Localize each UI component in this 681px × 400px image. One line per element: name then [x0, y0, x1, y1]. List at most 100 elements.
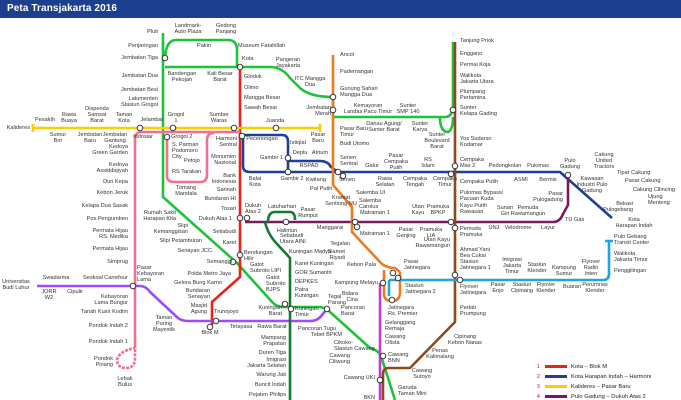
station-label: Stasiun Jatinegara 2: [405, 283, 436, 295]
station-label: Jembatan Gantung: [102, 132, 128, 144]
route-line-8-loop: [165, 131, 215, 184]
station-label: Stasiun Jatinegara 1: [460, 259, 491, 271]
station-label: Duri Kepa: [103, 179, 128, 185]
route-line-8-lebak-bulus-loop: [115, 345, 137, 370]
station-label: Bermis: [539, 177, 557, 183]
station-label: Permata Hijau RS. Medika: [92, 228, 128, 240]
interchange-marker: [284, 154, 292, 162]
station-label: Bendungan Hilir: [244, 250, 273, 262]
station-label: Pulomas Bypass/ Pacuan Kuda: [460, 190, 504, 202]
station-label: Sumber Waras: [209, 112, 229, 124]
station-label: Pulo Gebang Transit Center: [614, 234, 650, 246]
legend-swatch: [545, 375, 567, 378]
station-label: Latuharhari: [267, 204, 297, 210]
station-label: Tebet BPKM: [310, 332, 342, 338]
route-line-2-branch: [288, 159, 339, 174]
station-label: Gelanggang Remaja: [385, 320, 416, 332]
station-label: Salemba Carolus: [359, 198, 382, 210]
station-label: Deplu: [292, 150, 308, 156]
interchange-marker: [389, 269, 397, 277]
station-label: Setiabudi Utara AINI: [280, 233, 306, 245]
station-label: Universitas Budi Luhur: [2, 279, 30, 291]
station-label: Gatot Subroto BJPS: [266, 275, 286, 293]
station-label: Landmark- Auto Plaza: [174, 23, 202, 35]
interchange-marker: [329, 106, 337, 114]
legend-number: 4: [537, 393, 540, 400]
station-label: Swadarma: [42, 275, 70, 281]
station-label: Cawang Ciliwung: [328, 353, 350, 365]
station-label: Pakin: [197, 43, 211, 49]
station-label: Budi Utomo: [340, 141, 370, 147]
station-label: Masjid Agung: [190, 303, 207, 315]
station-label: Grogol 1: [167, 112, 185, 124]
station-label: Matraman 1: [360, 231, 390, 237]
legend-item-2: 2 Kota Harapan Indah – Harmoni: [537, 372, 651, 381]
station-label: Pasar Rumput: [298, 207, 318, 219]
station-label: Buaran: [562, 284, 582, 290]
station-label: Permai Koja: [460, 62, 491, 68]
station-label: Sunter Kelapa Gading: [460, 105, 498, 117]
station-label: Mampang Prapatan: [261, 335, 286, 347]
legend-label: Kota – Blok M: [571, 363, 608, 370]
station-label: Kota: [242, 56, 254, 62]
route-line-4: [245, 175, 570, 224]
station-label: Cawang Otista: [385, 334, 406, 346]
station-label: GOR Sumantri: [295, 270, 332, 276]
title-bar: Peta Transjakarta 2016: [0, 0, 681, 18]
station-label: Pondok Indah 1: [88, 339, 128, 345]
station-label: Trunojoyo: [214, 309, 239, 315]
station-label: Kemayoran Landas Pacu Timur: [343, 103, 393, 115]
station-label: Bidara Cina: [341, 291, 358, 303]
station-label: Pasar Kebayoran Lama: [137, 265, 165, 283]
station-label: Warung Jati: [256, 372, 286, 378]
station-label: Cempaka Mas 2: [460, 157, 484, 169]
station-label: Pasar Cempaka Putih: [384, 153, 408, 171]
station-label: Polda Metro Jaya: [187, 271, 231, 277]
station-label: Olimo: [244, 85, 259, 91]
interchange-marker: [287, 305, 295, 313]
station-label: Utan Kayu: [411, 204, 425, 216]
station-label: Enggano: [460, 51, 483, 57]
station-label: Kayu Putih Rawasari: [460, 203, 488, 215]
station-label: Kuningan Timur: [295, 306, 319, 318]
station-label: Kelapa Dua Sasak: [81, 203, 128, 209]
station-label: Grogol 2: [171, 134, 193, 140]
interchange-marker: [161, 54, 169, 62]
route-line-10: [381, 42, 457, 400]
legend-swatch: [545, 385, 567, 388]
legend-label: Pulo Gadung – Dukuh Atas 2: [571, 393, 646, 400]
station-label: Setiabudi: [212, 229, 236, 235]
station-label: Pramuka LIA: [419, 227, 443, 239]
station-label: DEPKES: [295, 279, 318, 285]
station-label: Cakung Cilincing: [633, 187, 675, 193]
legend-item-1: 1 Kota – Blok M: [537, 362, 607, 371]
station-label: Pal Putih: [310, 186, 333, 192]
station-label: Patra Kuningan: [295, 287, 319, 299]
station-label: Yos Sudarso Kodamar: [460, 136, 492, 148]
interchange-marker: [388, 296, 396, 304]
station-label: Jatinegara Rs. Premier: [388, 305, 418, 317]
legend-number: 3: [537, 383, 540, 390]
legend-label: Kota Harapan Indah – Harmoni: [571, 373, 652, 380]
station-label: S. Parman Podomoro City: [172, 142, 199, 160]
station-label: Kebon Jeruk: [96, 190, 128, 196]
station-label: Flyover Klender: [536, 282, 556, 294]
station-label: Plumpang Pertamina: [460, 89, 486, 101]
route-pluit-loop: [163, 38, 239, 67]
station-label: Pemuda Rawamangun: [510, 205, 546, 217]
interchange-marker: [376, 376, 384, 384]
station-label: Pedongkolan: [488, 163, 522, 169]
station-label: Tegalan: [330, 241, 350, 247]
station-label: Kuningan Barat: [258, 305, 282, 317]
interchange-marker: [212, 317, 220, 325]
interchange-marker: [230, 124, 238, 132]
station-label: Pemuda Pramuka: [460, 226, 483, 238]
station-label: Walikota Jakarta Timur: [614, 251, 648, 263]
station-label: Penggilingan: [614, 268, 647, 274]
station-label: Pedati Prumpung: [460, 305, 486, 317]
station-label: Pangeran Jayakarta: [275, 57, 301, 69]
station-label: Cipulir: [67, 289, 83, 295]
station-label: Danau Agung/ Sunter Barat: [366, 121, 402, 133]
interchange-marker: [394, 274, 402, 282]
station-label: Cawang BNN: [388, 352, 409, 364]
